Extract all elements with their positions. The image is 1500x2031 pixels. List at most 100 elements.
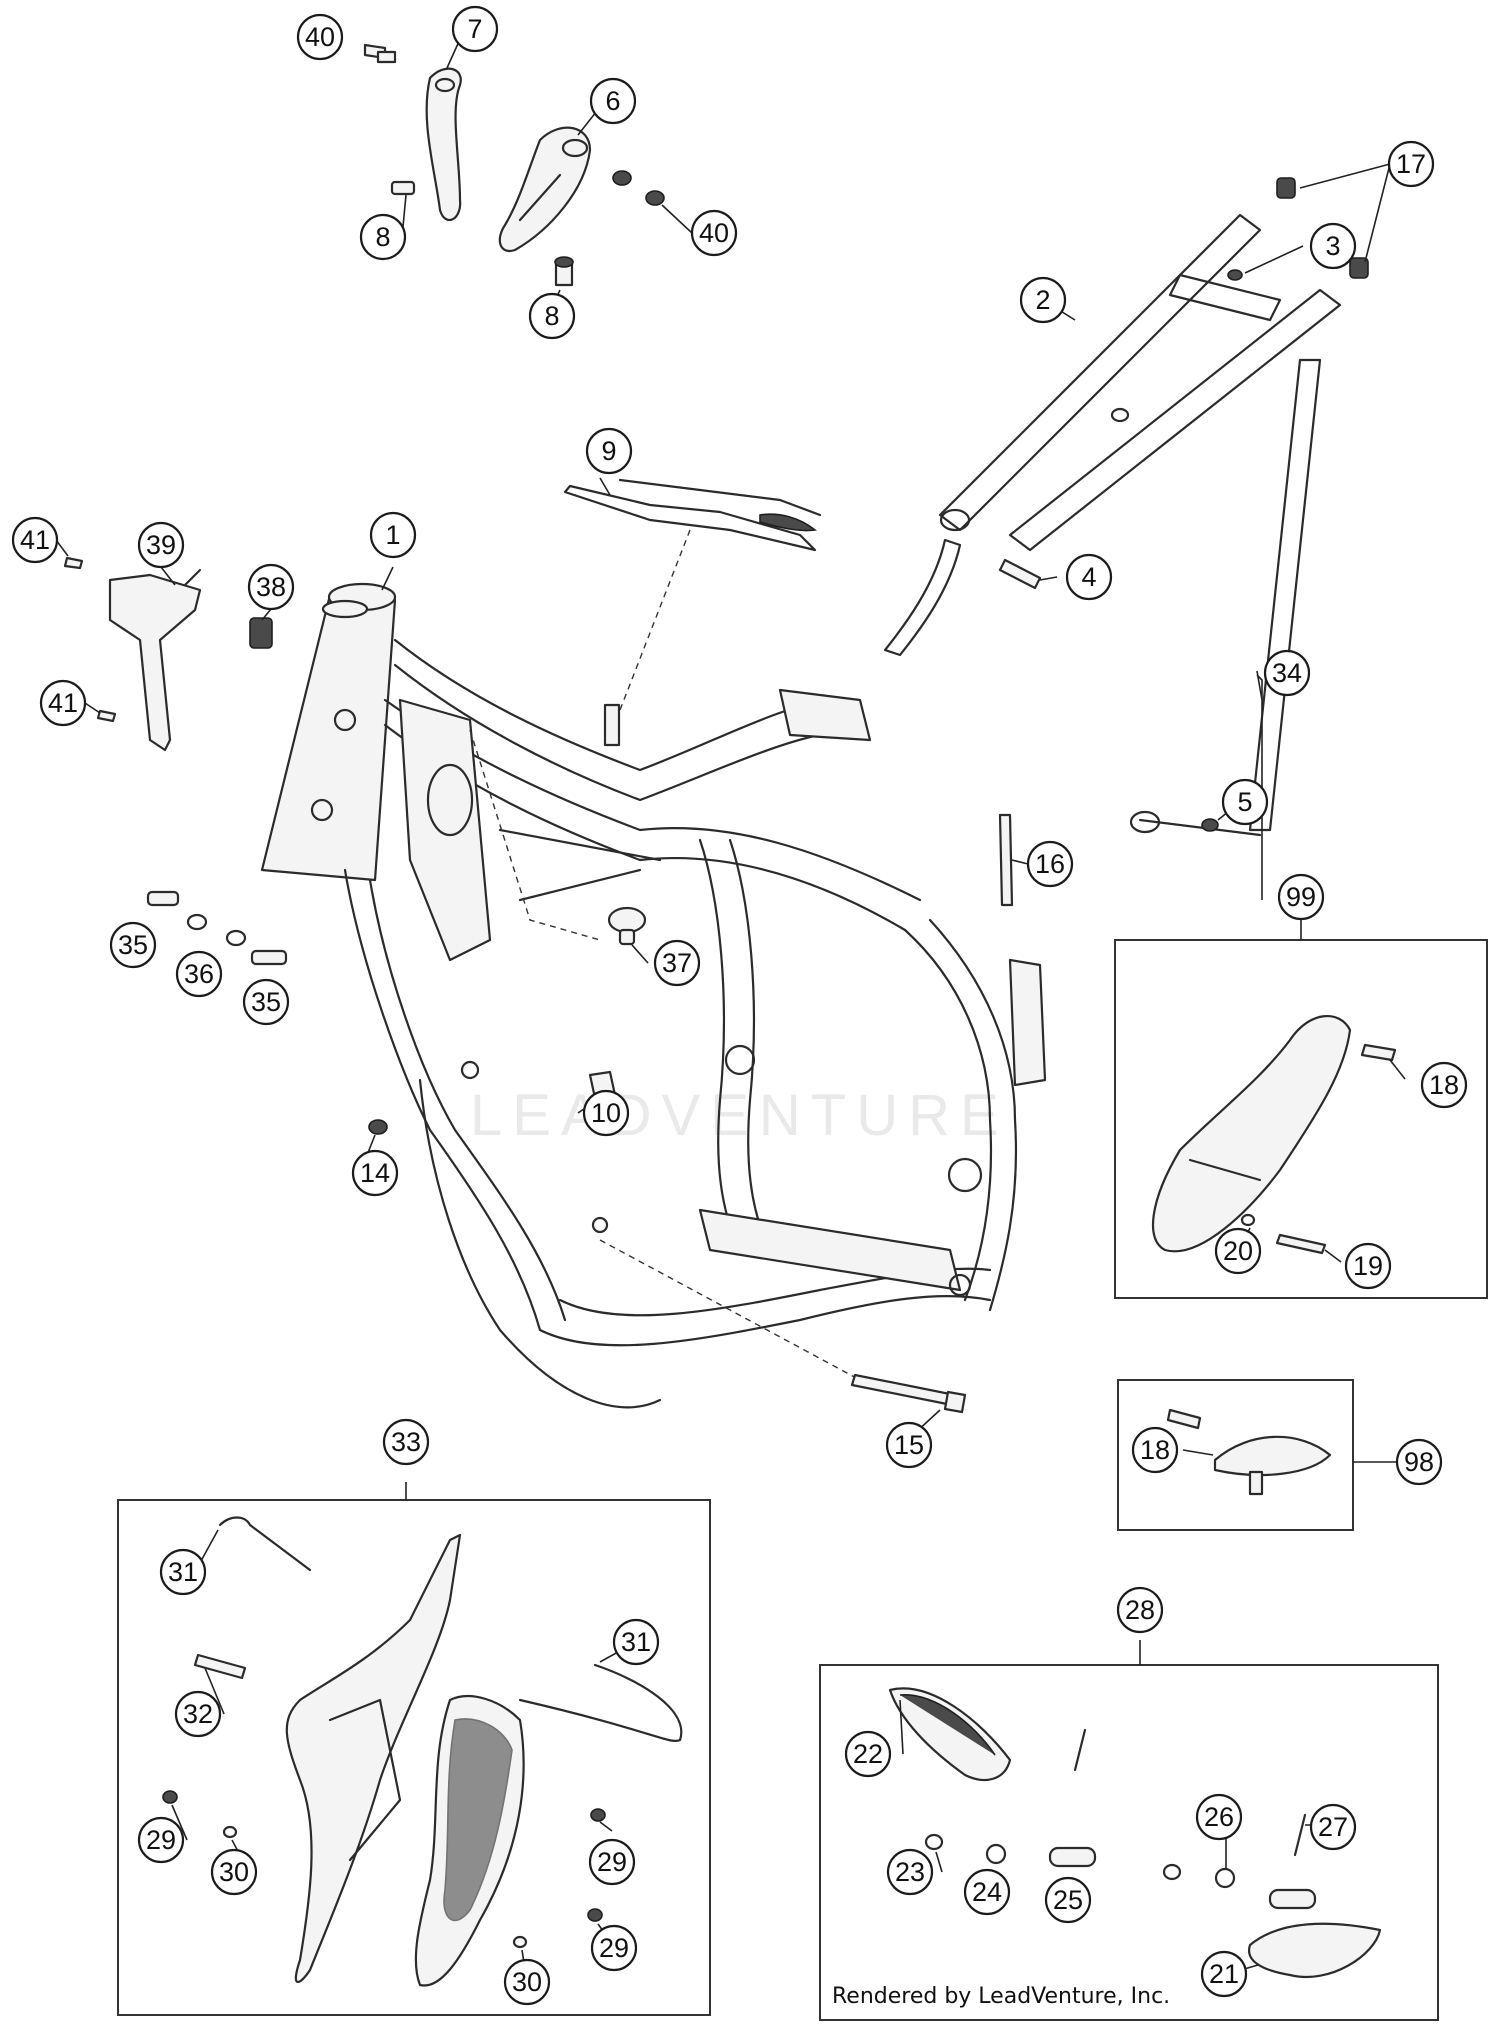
callout-8-left: 8 [359,213,407,261]
nut-40-right [612,170,665,206]
group-box-28 [819,1664,1439,2021]
footpeg-21 [1247,1922,1382,1978]
straps-31 [218,1516,683,1743]
callout-15: 15 [885,1421,933,1469]
callout-7: 7 [451,5,499,53]
svg-text:1: 1 [385,520,400,550]
callout-18-group98: 18 [1131,1426,1179,1474]
svg-text:8: 8 [544,301,559,331]
part-7-handle [425,67,462,222]
callout-23: 23 [886,1848,934,1896]
callout-30-right: 30 [503,1958,551,2006]
svg-text:2: 2 [1035,285,1050,315]
part-99-stand [1151,1015,1397,1255]
svg-text:32: 32 [183,1699,213,1729]
svg-text:19: 19 [1353,1251,1383,1281]
bolt-4 [998,558,1042,590]
svg-text:18: 18 [1429,1070,1459,1100]
callout-5: 5 [1221,778,1269,826]
callout-9: 9 [585,427,633,475]
svg-text:23: 23 [895,1857,925,1887]
svg-text:31: 31 [168,1557,198,1587]
springs-24-26 [985,1843,1236,1889]
callout-20: 20 [1214,1227,1262,1275]
callout-40-right: 40 [690,209,738,257]
svg-text:98: 98 [1404,1447,1434,1477]
svg-text:15: 15 [894,1430,924,1460]
callout-40-top-left: 40 [296,13,344,61]
callout-31-left: 31 [159,1548,207,1596]
callout-21: 21 [1200,1950,1248,1998]
bolt-8-lower [554,256,574,287]
callout-25: 25 [1044,1876,1092,1924]
callout-98: 98 [1395,1438,1443,1486]
part-32 [193,1653,247,1680]
install-line-15 [599,1239,861,1381]
callout-10: 10 [582,1089,630,1137]
callout-29-right-upper: 29 [588,1838,636,1886]
svg-text:27: 27 [1318,1812,1348,1842]
callout-41-upper: 41 [11,516,59,564]
part-33-frame-guard [285,1533,525,1987]
svg-text:8: 8 [375,222,390,252]
callout-14: 14 [351,1149,399,1197]
svg-text:22: 22 [853,1739,883,1769]
callout-19: 19 [1344,1242,1392,1290]
svg-text:31: 31 [621,1627,651,1657]
svg-text:36: 36 [184,959,214,989]
callout-18-group99: 18 [1420,1061,1468,1109]
bolt-8-upper [390,180,416,196]
main-frame [260,582,1047,1409]
callout-29-left: 29 [137,1816,185,1864]
svg-text:18: 18 [1140,1435,1170,1465]
group-box-33 [117,1499,711,2016]
svg-text:33: 33 [391,1427,421,1457]
svg-text:99: 99 [1286,882,1316,912]
washers-23 [924,1833,1182,1881]
svg-text:14: 14 [360,1158,390,1188]
svg-text:41: 41 [48,688,78,718]
callout-35-left: 35 [109,921,157,969]
strap-16 [998,813,1014,907]
callout-99: 99 [1277,873,1325,921]
part-2-subframe [883,213,1342,837]
bolt-3 [1227,269,1243,281]
callout-39: 39 [137,521,185,569]
svg-text:20: 20 [1223,1236,1253,1266]
footpeg-22 [888,1687,1012,1782]
caps-17 [1276,177,1369,279]
callout-30-left: 30 [210,1848,258,1896]
svg-text:37: 37 [662,948,692,978]
bolt-5 [1201,818,1219,832]
part-9-guard [563,478,822,552]
screws-29 [162,1790,606,1922]
svg-text:40: 40 [305,22,335,52]
svg-text:21: 21 [1209,1959,1239,1989]
callout-16: 16 [1026,840,1074,888]
callout-1: 1 [369,511,417,559]
callout-6: 6 [589,77,637,125]
callout-22: 22 [844,1730,892,1778]
svg-text:5: 5 [1237,787,1252,817]
callout-31-right: 31 [612,1618,660,1666]
svg-text:34: 34 [1272,658,1302,688]
callout-24: 24 [963,1868,1011,1916]
svg-text:41: 41 [20,525,50,555]
part-37 [607,906,647,946]
install-line-10 [469,729,601,941]
callout-27: 27 [1309,1803,1357,1851]
callout-28: 28 [1116,1586,1164,1634]
svg-text:3: 3 [1325,231,1340,261]
install-line-9 [619,529,691,711]
part-39-guide [108,568,202,752]
callout-34: 34 [1263,649,1311,697]
callout-3: 3 [1309,222,1357,270]
svg-text:29: 29 [599,1933,629,1963]
callout-41-lower: 41 [39,679,87,727]
group-box-98 [1117,1379,1354,1531]
callout-17: 17 [1387,140,1435,188]
svg-text:38: 38 [256,572,286,602]
svg-text:7: 7 [467,14,482,44]
part-6-handle [498,126,592,253]
